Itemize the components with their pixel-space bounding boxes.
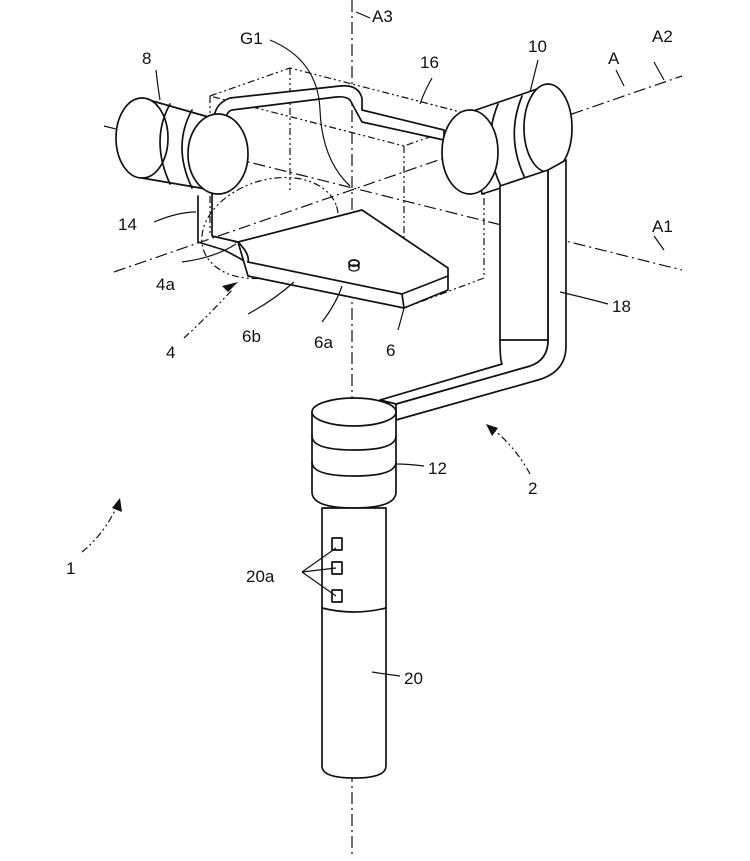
mount-plate-6	[237, 209, 449, 309]
label-6: 6	[386, 341, 395, 360]
label-axis-a3: A3	[372, 7, 393, 26]
label-20: 20	[404, 669, 423, 688]
label-20a: 20a	[246, 567, 275, 586]
label-16: 16	[420, 53, 439, 72]
operation-buttons-20a	[331, 537, 343, 603]
reference-arrow-2	[486, 424, 531, 475]
pitch-motor-8	[115, 97, 249, 195]
label-1: 1	[66, 559, 75, 578]
grip-20	[321, 507, 387, 779]
label-18: 18	[612, 297, 631, 316]
axis-a2-line	[113, 75, 683, 273]
label-axis-a: A	[608, 49, 620, 68]
reference-arrow-4	[183, 282, 238, 339]
label-axis-a1: A1	[652, 217, 673, 236]
label-4a: 4a	[156, 275, 175, 294]
roll-motor-10	[441, 83, 573, 195]
label-10: 10	[528, 37, 547, 56]
label-2: 2	[528, 479, 537, 498]
label-8: 8	[142, 49, 151, 68]
label-6a: 6a	[314, 333, 333, 352]
label-14: 14	[118, 215, 137, 234]
yaw-motor-12	[311, 397, 397, 509]
leader-lines	[153, 11, 665, 677]
label-g1: G1	[240, 29, 263, 48]
label-12: 12	[428, 459, 447, 478]
label-6b: 6b	[242, 327, 261, 346]
label-4: 4	[166, 343, 175, 362]
reference-arrow-1	[81, 498, 122, 553]
label-axis-a2: A2	[652, 27, 673, 46]
roll-arm-16	[213, 84, 445, 147]
